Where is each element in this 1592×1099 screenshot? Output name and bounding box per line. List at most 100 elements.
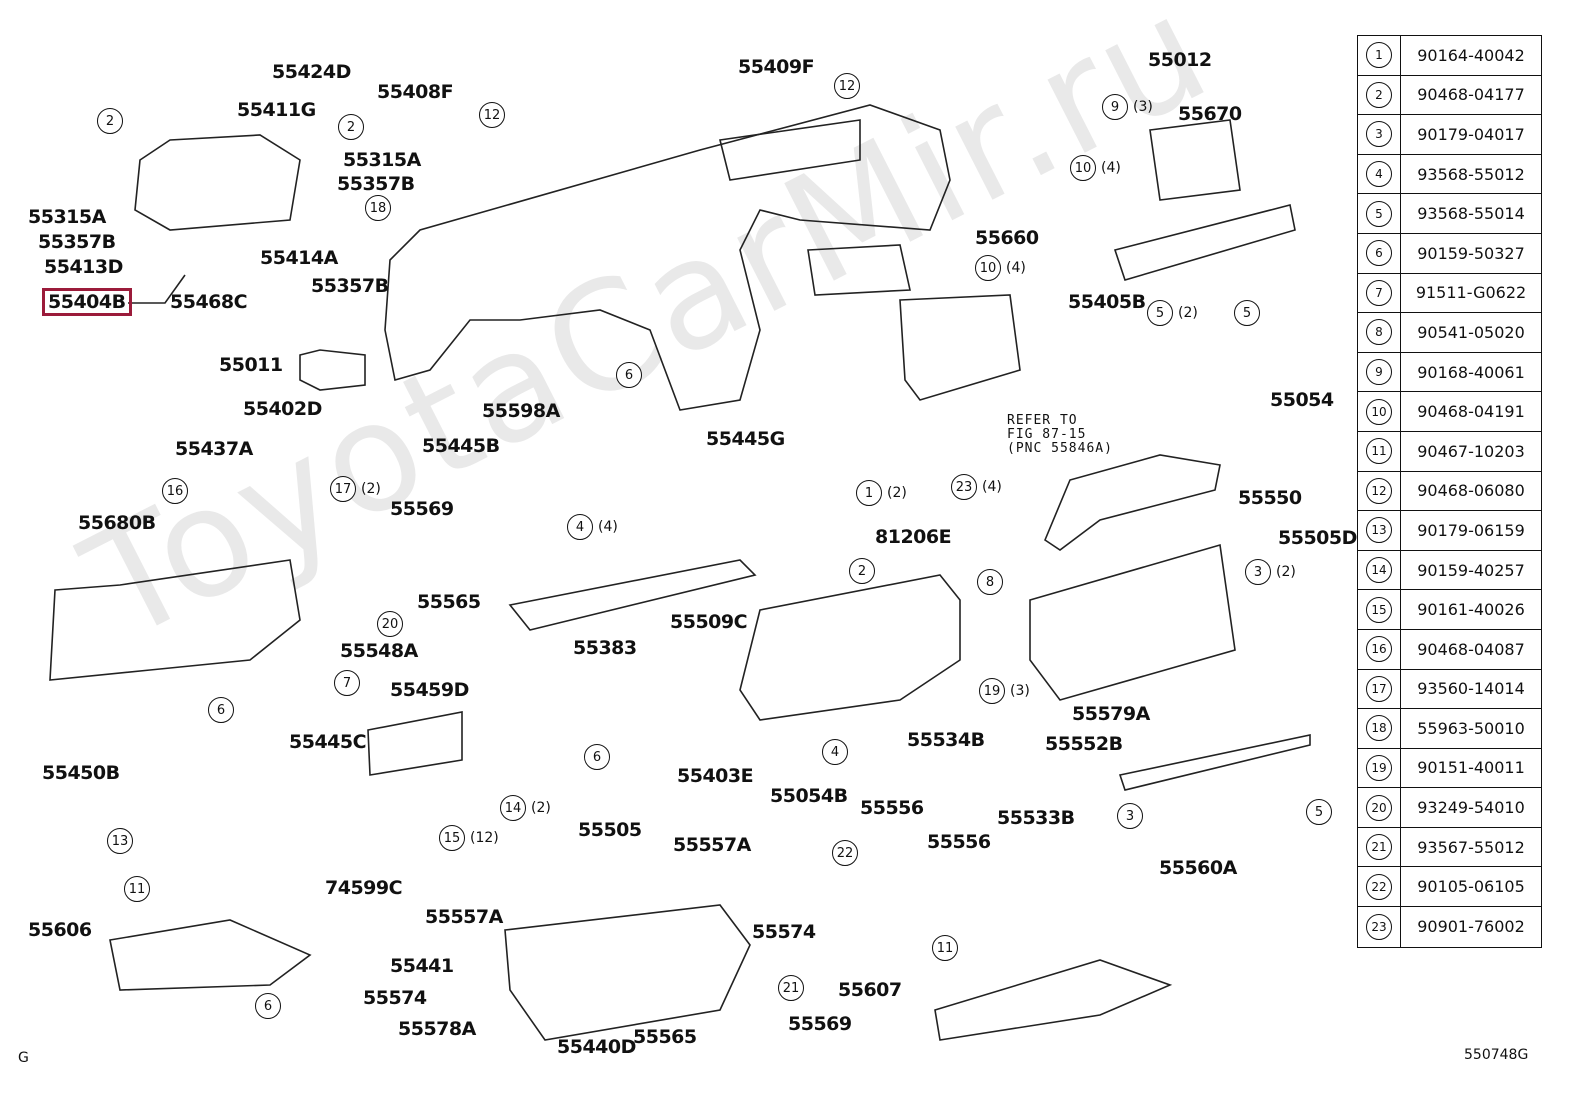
callout-circle: 5 — [1306, 799, 1332, 825]
callout-circle: 5 — [1147, 300, 1173, 326]
refer-line: REFER TO — [1007, 413, 1078, 428]
part-label: 55557A — [673, 834, 751, 856]
lower-panel-55607 — [934, 959, 1173, 1041]
callout-circle: 2 — [338, 114, 364, 140]
part-number: 90168-40061 — [1417, 362, 1525, 382]
ref-number: 16 — [1366, 636, 1392, 663]
ref-cell: 15 — [1358, 590, 1401, 629]
part-label: 55598A — [482, 400, 560, 422]
ref-number: 20 — [1366, 794, 1392, 821]
panel-55459D — [367, 711, 463, 776]
part-number: 93568-55014 — [1417, 204, 1525, 224]
ref-number: 4 — [1366, 161, 1392, 188]
callout-circle: 1 — [856, 480, 882, 506]
part-label: 55437A — [175, 438, 253, 460]
callout-circle: 6 — [208, 697, 234, 723]
part-number: 93560-14014 — [1417, 679, 1525, 699]
ref-number: 7 — [1366, 279, 1392, 306]
part-label: 55357B — [311, 275, 389, 297]
part-label: 55557A — [425, 906, 503, 928]
part-label: 55534B — [907, 729, 985, 751]
ref-cell: 9 — [1358, 352, 1401, 392]
part-number: 90468-04177 — [1417, 85, 1525, 105]
callout-circle: 17 — [330, 476, 356, 502]
callout-quantity: (2) — [1178, 305, 1198, 321]
callout-circle: 14 — [500, 795, 526, 821]
instrument-cluster — [134, 134, 301, 231]
part-number: 90468-04191 — [1417, 402, 1525, 422]
part-label: 55505 — [578, 819, 642, 841]
part-label: 55409F — [738, 56, 815, 78]
part-label: 55569 — [390, 498, 454, 520]
callout-circle: 2 — [849, 558, 875, 584]
part-label: 55579A — [1072, 703, 1150, 725]
ref-cell: 4 — [1358, 154, 1401, 194]
part-label: 55565 — [633, 1026, 697, 1048]
part-label: 74599C — [325, 877, 403, 899]
callout-quantity: (4) — [598, 519, 618, 535]
ref-number: 9 — [1366, 359, 1392, 386]
ref-cell: 20 — [1358, 788, 1401, 827]
part-label: 55533B — [997, 807, 1075, 829]
part-number: 90164-40042 — [1417, 45, 1525, 65]
part-label: 55411G — [237, 99, 316, 121]
part-label: 55414A — [260, 247, 338, 269]
callout-circle: 9 — [1102, 94, 1128, 120]
part-label: 55552B — [1045, 733, 1123, 755]
callout-circle: 2 — [97, 108, 123, 134]
callout-circle: 12 — [479, 102, 505, 128]
callout-quantity: (2) — [1276, 564, 1296, 580]
refer-line: FIG 87-15 — [1007, 427, 1087, 442]
part-label: 55556 — [927, 831, 991, 853]
part-number: 90468-06080 — [1417, 481, 1525, 501]
part-label: 55660 — [975, 227, 1039, 249]
table-row: 7 91511-G0622 — [1358, 273, 1541, 314]
callout-circle: 8 — [977, 569, 1003, 595]
part-label: 55569 — [788, 1013, 852, 1035]
ref-number: 22 — [1366, 873, 1392, 900]
callout-circle: 23 — [951, 474, 977, 500]
figure-code: 550748G — [1464, 1047, 1529, 1063]
ref-number: 19 — [1366, 754, 1392, 781]
ref-cell: 3 — [1358, 115, 1401, 154]
part-number: 91511-G0622 — [1415, 283, 1527, 303]
ref-cell: 18 — [1358, 709, 1401, 748]
ref-cell: 5 — [1358, 194, 1401, 233]
part-label: 55402D — [243, 398, 322, 420]
lower-panel-55402D — [49, 559, 301, 681]
part-label: 55574 — [363, 987, 427, 1009]
ref-cell: 21 — [1358, 827, 1401, 867]
callout-circle: 20 — [377, 611, 403, 637]
part-label: 81206E — [875, 526, 952, 548]
ref-cell: 13 — [1358, 511, 1401, 550]
part-label: 55424D — [272, 61, 351, 83]
part-label: 55505D — [1278, 527, 1357, 549]
callout-quantity: (3) — [1133, 99, 1153, 115]
part-label: 55445G — [706, 428, 785, 450]
part-number: 90179-04017 — [1417, 124, 1525, 144]
glovebox-55509C — [739, 574, 961, 721]
ref-cell: 8 — [1358, 313, 1401, 352]
ref-cell: 11 — [1358, 431, 1401, 471]
part-number: 90161-40026 — [1417, 600, 1525, 620]
callout-circle: 11 — [124, 876, 150, 902]
ref-number: 6 — [1366, 240, 1392, 267]
ref-cell: 12 — [1358, 471, 1401, 511]
table-row: 15 90161-40026 — [1358, 590, 1541, 630]
part-label: 55403E — [677, 765, 754, 787]
part-label: 55405B — [1068, 291, 1146, 313]
table-row: 3 90179-04017 — [1358, 115, 1541, 155]
part-number: 90468-04087 — [1417, 639, 1525, 659]
part-label: 55357B — [337, 173, 415, 195]
callout-circle: 11 — [932, 935, 958, 961]
callout-circle: 13 — [107, 828, 133, 854]
part-label: 55315A — [343, 149, 421, 171]
part-label: 55413D — [44, 256, 123, 278]
callout-circle: 4 — [822, 739, 848, 765]
